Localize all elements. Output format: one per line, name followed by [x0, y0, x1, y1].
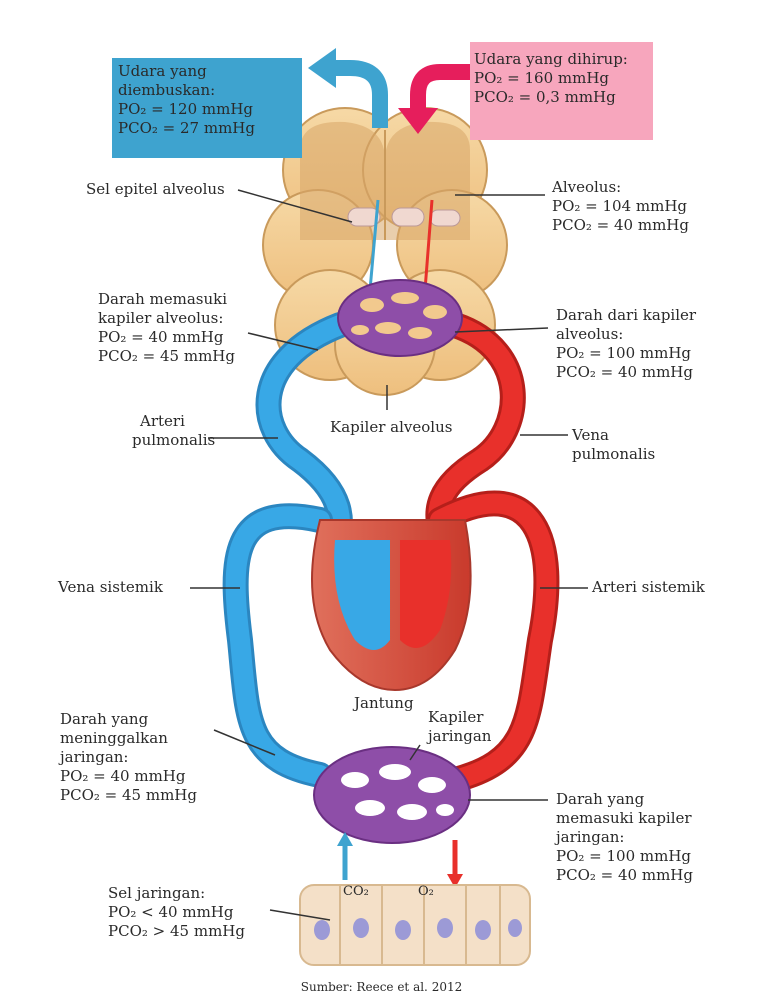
tissue-capillary-line-2: jaringan [428, 727, 491, 746]
blood-entering-line-2: memasuki kapiler [556, 809, 693, 828]
blood-entering-line-1: Darah yang [556, 790, 693, 809]
alveolar-capillary-network [338, 280, 462, 356]
blood-leaving-line-1: Darah yang [60, 710, 197, 729]
exhale-arrowhead [308, 48, 336, 88]
exhaled-po2: PO₂ = 120 mmHg [118, 100, 255, 119]
blood-from-alv-pco2: PCO₂ = 40 mmHg [556, 363, 696, 382]
alveolus-title: Alveolus: [552, 178, 689, 197]
blood-leaving-pco2: PCO₂ = 45 mmHg [60, 786, 197, 805]
exhaled-line-2: diembuskan: [118, 81, 255, 100]
blood-entering-pco2: PCO₂ = 40 mmHg [556, 866, 693, 885]
exhaled-air-label: Udara yang diembuskan: PO₂ = 120 mmHg PC… [118, 62, 255, 138]
co2-label: CO₂ [343, 882, 369, 901]
alveolus-pco2: PCO₂ = 40 mmHg [552, 216, 689, 235]
pulmonary-artery-label: Arteri pulmonalis [132, 412, 215, 450]
co2-text: CO₂ [343, 882, 369, 901]
alv-capillary-text: Kapiler alveolus [330, 418, 452, 437]
tissue-capillary-label: Kapiler jaringan [428, 708, 491, 746]
tissue-cells-title: Sel jaringan: [108, 884, 245, 903]
blood-leaving-line-2: meninggalkan [60, 729, 197, 748]
systemic-vein-label: Vena sistemik [58, 578, 163, 597]
pulm-vein-line-1: Vena [572, 426, 655, 445]
exhaled-line-1: Udara yang [118, 62, 255, 81]
exhaled-pco2: PCO₂ = 27 mmHg [118, 119, 255, 138]
tissue-cells-po2: PO₂ < 40 mmHg [108, 903, 245, 922]
tissue-capillary-network [314, 747, 470, 843]
alveolus-label: Alveolus: PO₂ = 104 mmHg PCO₂ = 40 mmHg [552, 178, 689, 235]
source-caption: Sumber: Reece et al. 2012 [0, 980, 763, 994]
sys-vein-text: Vena sistemik [58, 578, 163, 597]
blood-entering-tissue-label: Darah yang memasuki kapiler jaringan: PO… [556, 790, 693, 885]
blood-in-alv-po2: PO₂ = 40 mmHg [98, 328, 235, 347]
epithel-text: Sel epitel alveolus [86, 180, 225, 199]
o2-text: O₂ [418, 882, 434, 901]
pulmonary-vein-label: Vena pulmonalis [572, 426, 655, 464]
tissue-cells-label: Sel jaringan: PO₂ < 40 mmHg PCO₂ > 45 mm… [108, 884, 245, 941]
tissue-cells [300, 885, 530, 965]
sys-artery-text: Arteri sistemik [592, 578, 705, 597]
blood-from-alv-line-1: Darah dari kapiler [556, 306, 696, 325]
heart [312, 520, 471, 690]
epithel-label: Sel epitel alveolus [86, 180, 225, 199]
blood-from-alveolar-label: Darah dari kapiler alveolus: PO₂ = 100 m… [556, 306, 696, 382]
blood-from-alv-line-2: alveolus: [556, 325, 696, 344]
blood-in-alv-pco2: PCO₂ = 45 mmHg [98, 347, 235, 366]
tissue-cells-pco2: PCO₂ > 45 mmHg [108, 922, 245, 941]
alveolus-po2: PO₂ = 104 mmHg [552, 197, 689, 216]
inhaled-air-label: Udara yang dihirup: PO₂ = 160 mmHg PCO₂ … [474, 50, 628, 107]
systemic-artery-label: Arteri sistemik [592, 578, 705, 597]
blood-leaving-tissue-label: Darah yang meninggalkan jaringan: PO₂ = … [60, 710, 197, 805]
alveolar-capillary-label: Kapiler alveolus [330, 418, 452, 437]
pulm-artery-line-1: Arteri [132, 412, 215, 431]
blood-leaving-line-3: jaringan: [60, 748, 197, 767]
blood-entering-po2: PO₂ = 100 mmHg [556, 847, 693, 866]
blood-in-alv-line-1: Darah memasuki [98, 290, 235, 309]
inhaled-po2: PO₂ = 160 mmHg [474, 69, 628, 88]
heart-text: Jantung [354, 694, 414, 713]
blood-from-alv-po2: PO₂ = 100 mmHg [556, 344, 696, 363]
tissue-capillary-line-1: Kapiler [428, 708, 491, 727]
o2-label: O₂ [418, 882, 434, 901]
heart-label: Jantung [354, 694, 414, 713]
inhaled-pco2: PCO₂ = 0,3 mmHg [474, 88, 628, 107]
blood-entering-alveolar-label: Darah memasuki kapiler alveolus: PO₂ = 4… [98, 290, 235, 366]
pulm-vein-line-2: pulmonalis [572, 445, 655, 464]
inhaled-line-1: Udara yang dihirup: [474, 50, 628, 69]
blood-leaving-po2: PO₂ = 40 mmHg [60, 767, 197, 786]
pulm-artery-line-2: pulmonalis [132, 431, 215, 450]
blood-in-alv-line-2: kapiler alveolus: [98, 309, 235, 328]
blood-entering-line-3: jaringan: [556, 828, 693, 847]
